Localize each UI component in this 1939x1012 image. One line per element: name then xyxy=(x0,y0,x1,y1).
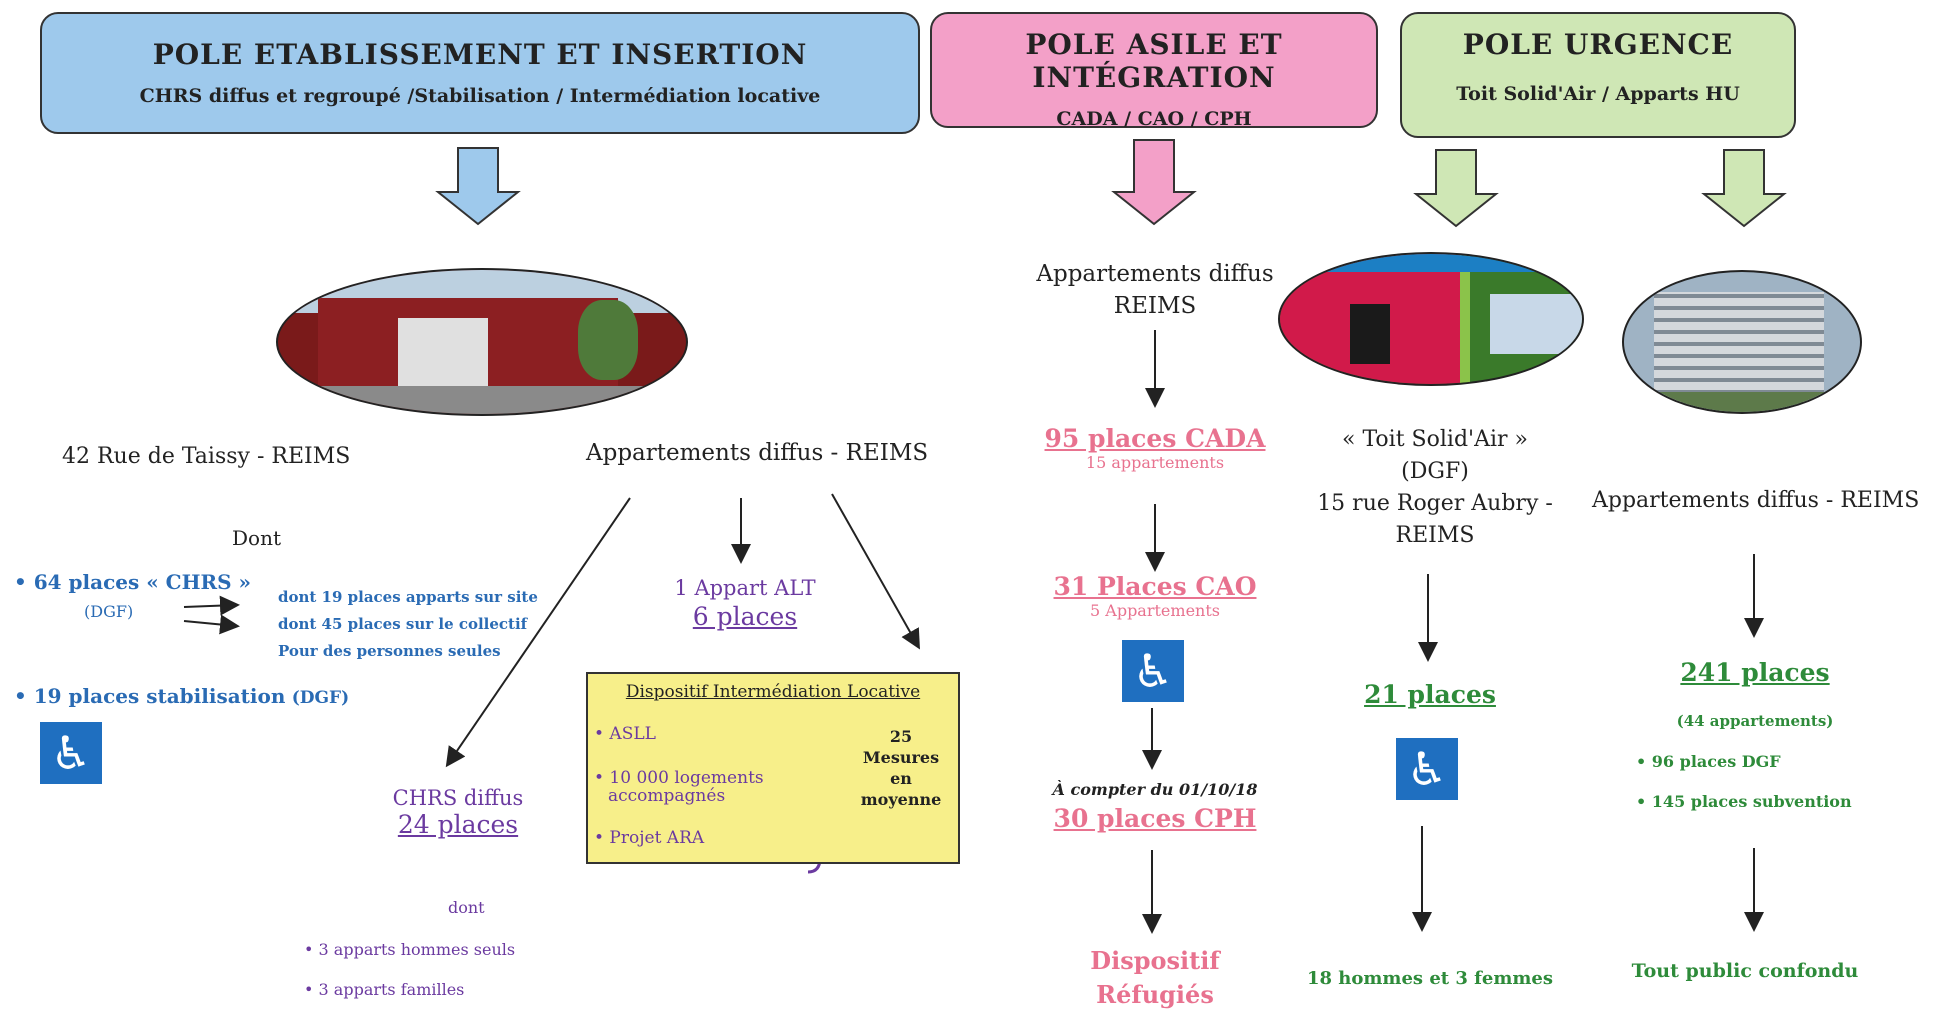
pole-urgence-box: POLE URGENCE Toit Solid'Air / Apparts HU xyxy=(1400,12,1796,138)
cada-block: 95 places CADA 15 appartements xyxy=(1010,424,1300,472)
chrs-places: • 64 places « CHRS » xyxy=(14,570,252,594)
pole-urgence-title: POLE URGENCE xyxy=(1462,28,1734,61)
chrs-dgf: (DGF) xyxy=(84,602,134,621)
building-photo-appartements-hu xyxy=(1622,270,1862,414)
down-arrow-icon xyxy=(435,147,521,226)
down-arrow-icon xyxy=(1111,139,1197,226)
hu-dgf: • 96 places DGF xyxy=(1636,752,1781,771)
dil-box: Dispositif Intermédiation Locative • ASL… xyxy=(586,672,960,864)
building-photo-toit-solidair xyxy=(1278,252,1584,386)
chrs-detail-1: dont 19 places apparts sur site xyxy=(278,588,538,606)
dil-mesures: 25 Mesures en moyenne xyxy=(846,726,956,810)
cph-places: 30 places CPH xyxy=(1053,804,1257,833)
hu-places: 241 places xyxy=(1680,658,1830,687)
wheelchair-icon: ♿ xyxy=(1122,640,1184,702)
chrs-diffus-title: CHRS diffus xyxy=(392,786,524,810)
hu-diffus-label: Appartements diffus - REIMS xyxy=(1592,488,1920,513)
wheelchair-icon: ♿ xyxy=(40,722,102,784)
hu-public: Tout public confondu xyxy=(1631,960,1859,982)
pole-etablissement-subtitle: CHRS diffus et regroupé /Stabilisation /… xyxy=(139,85,821,107)
pole-etablissement-box: POLE ETABLISSEMENT ET INSERTION CHRS dif… xyxy=(40,12,920,134)
pole-asile-title: POLE ASILE ET INTÉGRATION xyxy=(1025,28,1283,94)
stabilisation-line: • 19 places stabilisation (DGF) xyxy=(14,684,349,708)
pole-asile-subtitle: CADA / CAO / CPH xyxy=(1056,108,1252,130)
dil-item-accompagnes: accompagnés xyxy=(608,786,726,806)
dil-title: Dispositif Intermédiation Locative xyxy=(625,682,921,702)
chrs-diffus-places: 24 places xyxy=(397,810,519,839)
alt-block: 1 Appart ALT 6 places xyxy=(660,576,830,631)
pole-etablissement-title: POLE ETABLISSEMENT ET INSERTION xyxy=(152,38,808,71)
pole-asile-box: POLE ASILE ET INTÉGRATION CADA / CAO / C… xyxy=(930,12,1378,130)
cph-date: À compter du 01/10/18 xyxy=(1052,780,1258,799)
building-photo-taissy xyxy=(276,268,688,416)
stabilisation-label: • 19 places stabilisation xyxy=(14,684,286,708)
chrs-detail-2: dont 45 places sur le collectif xyxy=(278,615,528,633)
dil-item-ara: • Projet ARA xyxy=(594,828,705,848)
alt-title: 1 Appart ALT xyxy=(674,576,816,600)
dil-item-logements: • 10 000 logements xyxy=(594,768,764,788)
chrs-diffus-dont: dont xyxy=(448,898,485,917)
refugies-line-1: Dispositif xyxy=(1090,946,1220,975)
stabilisation-dgf: (DGF) xyxy=(291,688,350,708)
cada-sub: 15 appartements xyxy=(1085,453,1225,472)
asile-diffus-line-2: REIMS xyxy=(1113,293,1197,319)
dil-mesures-moyenne: moyenne xyxy=(860,790,942,809)
dont-label: Dont xyxy=(232,526,281,550)
toit-line-1: « Toit Solid'Air » xyxy=(1342,427,1528,452)
chrs-detail-3: Pour des personnes seules xyxy=(278,642,501,660)
cao-block: 31 Places CAO 5 Appartements xyxy=(1010,572,1300,620)
toit-public: 18 hommes et 3 femmes xyxy=(1306,968,1554,989)
down-arrow-icon xyxy=(1701,149,1787,228)
asile-diffus-label: Appartements diffus REIMS xyxy=(1010,258,1300,322)
toit-line-4: REIMS xyxy=(1395,523,1475,548)
hu-apparts: (44 appartements) xyxy=(1676,712,1834,730)
dil-mesures-word: Mesures xyxy=(862,748,940,767)
cao-places: 31 Places CAO xyxy=(1053,572,1257,601)
etab-diffus-label: Appartements diffus - REIMS xyxy=(586,440,929,466)
site-taissy-label: 42 Rue de Taissy - REIMS xyxy=(62,444,351,469)
toit-places: 21 places xyxy=(1364,680,1496,709)
dil-mesures-count: 25 xyxy=(889,727,913,746)
apparts-hommes: • 3 apparts hommes seuls xyxy=(304,940,516,959)
down-arrow-icon xyxy=(1413,149,1499,228)
alt-places: 6 places xyxy=(692,602,798,631)
toit-solidair-label: « Toit Solid'Air » (DGF) 15 rue Roger Au… xyxy=(1290,424,1580,552)
dil-item-asll: • ASLL xyxy=(594,724,656,744)
asile-diffus-line-1: Appartements diffus xyxy=(1036,261,1274,287)
refugies-block: Dispositif Réfugiés xyxy=(1010,944,1300,1012)
hu-subvention: • 145 places subvention xyxy=(1636,792,1852,811)
pole-urgence-subtitle: Toit Solid'Air / Apparts HU xyxy=(1456,83,1740,105)
wheelchair-icon: ♿ xyxy=(1396,738,1458,800)
toit-line-2: (DGF) xyxy=(1401,459,1469,484)
chrs-diffus-block: CHRS diffus 24 places xyxy=(378,786,538,839)
cada-places: 95 places CADA xyxy=(1044,424,1266,453)
apparts-familles: • 3 apparts familles xyxy=(304,980,465,999)
refugies-line-2: Réfugiés xyxy=(1096,980,1214,1009)
dil-mesures-en: en xyxy=(890,769,912,788)
cao-sub: 5 Appartements xyxy=(1090,601,1220,620)
toit-line-3: 15 rue Roger Aubry - xyxy=(1317,491,1553,516)
